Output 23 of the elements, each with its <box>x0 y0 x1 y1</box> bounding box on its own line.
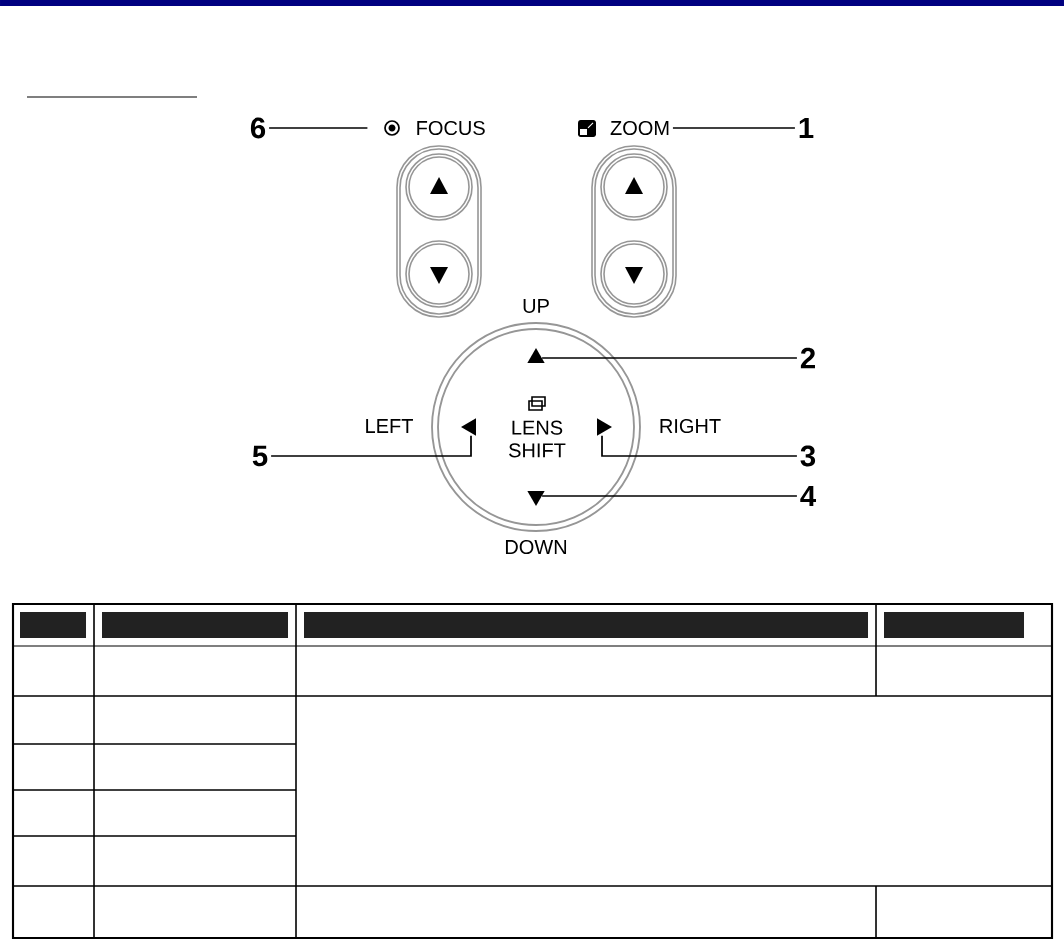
leader-line <box>270 434 472 457</box>
triangle-mark <box>597 418 612 436</box>
leader-line <box>541 495 798 497</box>
triangle-mark <box>527 491 545 506</box>
leader-line <box>541 357 798 359</box>
direction-label: LEFT <box>366 419 413 433</box>
callout-number: 4 <box>800 485 816 507</box>
direction-label: UP <box>523 299 549 313</box>
leader-line <box>672 127 796 129</box>
triangle-mark <box>527 348 545 363</box>
control-label: ZOOM <box>610 120 669 136</box>
callout-number: 6 <box>250 117 266 139</box>
direction-label: DOWN <box>506 539 566 555</box>
leader-line <box>601 434 798 457</box>
control-label: FOCUS <box>417 120 485 136</box>
callout-number: 1 <box>799 117 814 139</box>
callout-number: 3 <box>800 445 816 467</box>
direction-label: LENS SHIFT <box>509 420 566 458</box>
callout-number: 2 <box>800 347 815 369</box>
direction-label: RIGHT <box>660 418 721 434</box>
leader-line <box>268 127 369 129</box>
triangle-mark <box>461 418 476 436</box>
callout-number: 5 <box>252 445 268 467</box>
